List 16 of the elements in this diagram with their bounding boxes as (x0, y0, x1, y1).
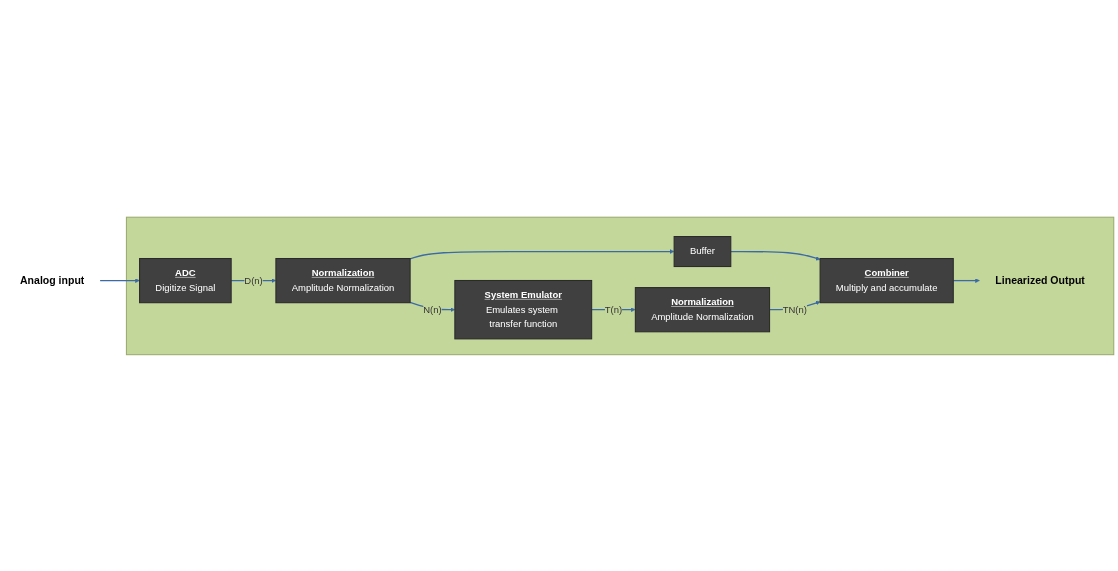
node-text: Analog input (20, 274, 85, 286)
arrow (409, 248, 675, 260)
node-box: Buffer (673, 235, 732, 267)
node-box: Normalization Amplitude Normalization (275, 257, 411, 303)
edge-label: N(n) (423, 303, 442, 315)
node-box: Combiner Multiply and accumulate (819, 257, 954, 303)
node-box: System Emulator Emulates system transfer function (454, 279, 593, 339)
node-text: Linearized Output (995, 274, 1085, 286)
edge-label: TN(n) (782, 303, 807, 315)
edge-label: T(n) (604, 303, 623, 315)
arrow (99, 277, 140, 283)
cluster (125, 216, 1115, 355)
arrow (730, 250, 821, 261)
node-box: ADC Digitize Signal (139, 257, 232, 303)
edge-label: D(n) (244, 274, 263, 286)
node-box: Normalization Amplitude Normalization (634, 286, 771, 332)
